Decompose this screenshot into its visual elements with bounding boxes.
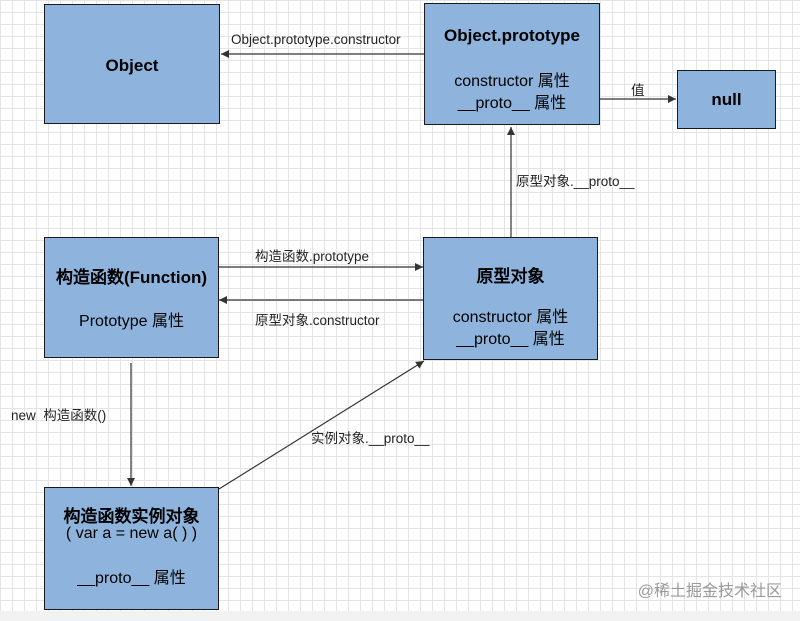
prototype-object-box: 原型对象 constructor 属性 __proto__ 属性 [423, 237, 598, 360]
function-prototype-attr: Prototype 属性 [79, 313, 184, 330]
object-prototype-box: Object.prototype constructor 属性 __proto_… [424, 3, 600, 125]
object-box: Object [44, 4, 220, 124]
instance-example: ( var a = new a( ) ) [65, 525, 198, 542]
label-proto-to-op: 原型对象.__proto__ [516, 174, 635, 189]
instance-box: 构造函数实例对象 ( var a = new a( ) ) __proto__ … [44, 487, 219, 610]
arrow-instance-proto [218, 360, 425, 490]
object-prototype-title: Object.prototype [443, 26, 580, 45]
bottom-strip [0, 611, 800, 621]
null-box: null [677, 70, 776, 129]
null-title: null [711, 90, 742, 109]
object-title: Object [105, 56, 159, 75]
label-proto-constructor: 原型对象.constructor [255, 313, 380, 328]
label-fn-prototype: 构造函数.prototype [255, 249, 370, 264]
prototype-object-constructor: constructor 属性 [452, 309, 569, 326]
label-instance-proto: 实例对象.__proto__ [311, 431, 430, 446]
object-prototype-proto: __proto__ 属性 [457, 95, 567, 112]
watermark: @稀土掘金技术社区 [637, 583, 782, 600]
label-new-fn: new 构造函数() [11, 408, 107, 423]
prototype-object-title: 原型对象 [476, 267, 545, 286]
function-title: 构造函数(Function) [55, 268, 208, 287]
label-value: 值 [631, 83, 645, 98]
object-prototype-constructor: constructor 属性 [454, 73, 570, 90]
function-box: 构造函数(Function) Prototype 属性 [44, 237, 219, 358]
prototype-object-proto: __proto__ 属性 [456, 331, 565, 348]
label-op-constructor: Object.prototype.constructor [231, 32, 401, 47]
instance-title: 构造函数实例对象 [63, 507, 200, 526]
instance-proto: __proto__ 属性 [77, 570, 186, 587]
